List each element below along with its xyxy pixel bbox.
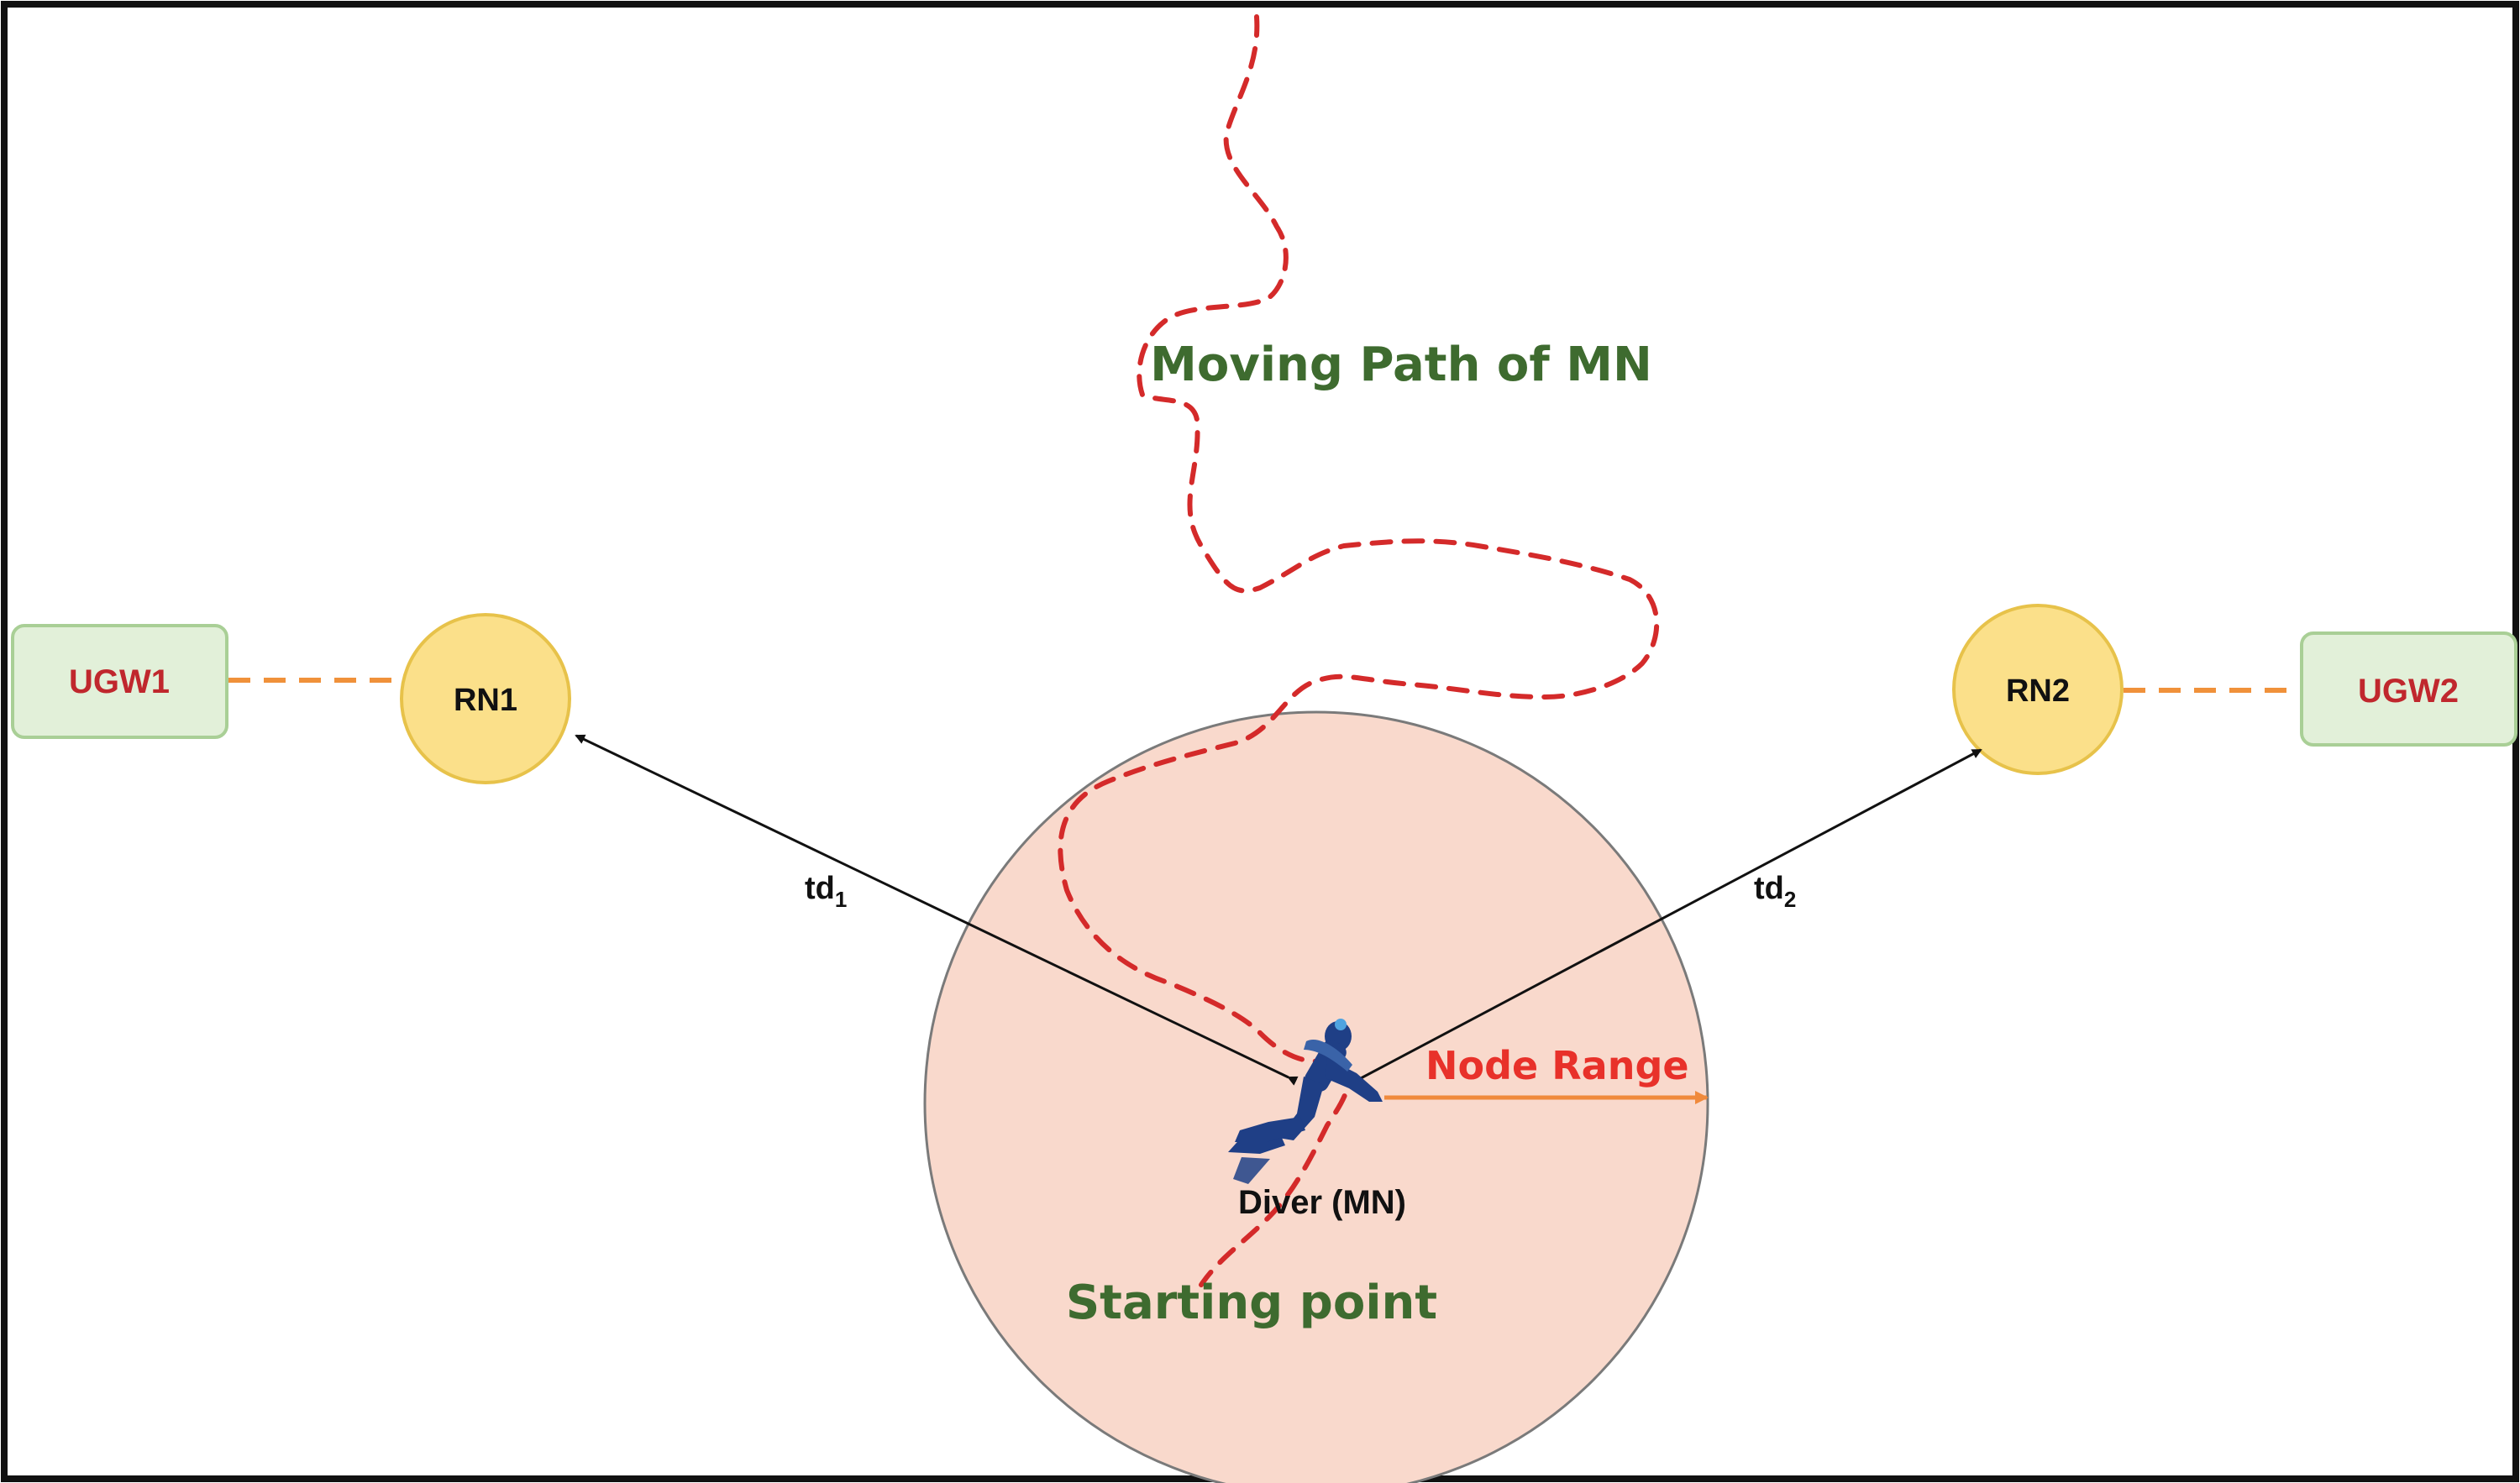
node-range-label: Node Range xyxy=(1425,1043,1689,1088)
reference-node-rn1-circle xyxy=(400,613,571,784)
gateway-ugw1-box xyxy=(11,624,228,739)
reference-node-rn2: RN2 xyxy=(1952,604,2124,775)
gateway-ugw1: UGW1 xyxy=(11,624,228,739)
diver-label: Diver (MN) xyxy=(1238,1184,1406,1221)
starting-point-label: Starting point xyxy=(1066,1276,1437,1330)
reference-node-rn2-circle xyxy=(1952,604,2124,775)
scuba-diver-icon xyxy=(1228,1019,1383,1184)
moving-path-label: Moving Path of MN xyxy=(1150,338,1652,392)
gateway-ugw2-box xyxy=(2300,631,2517,747)
distance-arrow-td1 xyxy=(575,734,1299,1086)
distance-label-td2: td2 xyxy=(1754,871,1796,912)
gateway-ugw2-label: UGW2 xyxy=(2358,673,2459,710)
reference-node-rn1-label: RN1 xyxy=(454,683,517,718)
reference-node-rn1: RN1 xyxy=(400,613,571,784)
distance-arrow-td2 xyxy=(1351,748,1982,1087)
moving-path xyxy=(1058,14,1660,1287)
reference-node-rn2-label: RN2 xyxy=(2006,673,2070,709)
gateway-ugw2: UGW2 xyxy=(2300,631,2517,747)
gateway-ugw1-label: UGW1 xyxy=(69,663,170,700)
distance-label-td1: td1 xyxy=(805,871,847,912)
